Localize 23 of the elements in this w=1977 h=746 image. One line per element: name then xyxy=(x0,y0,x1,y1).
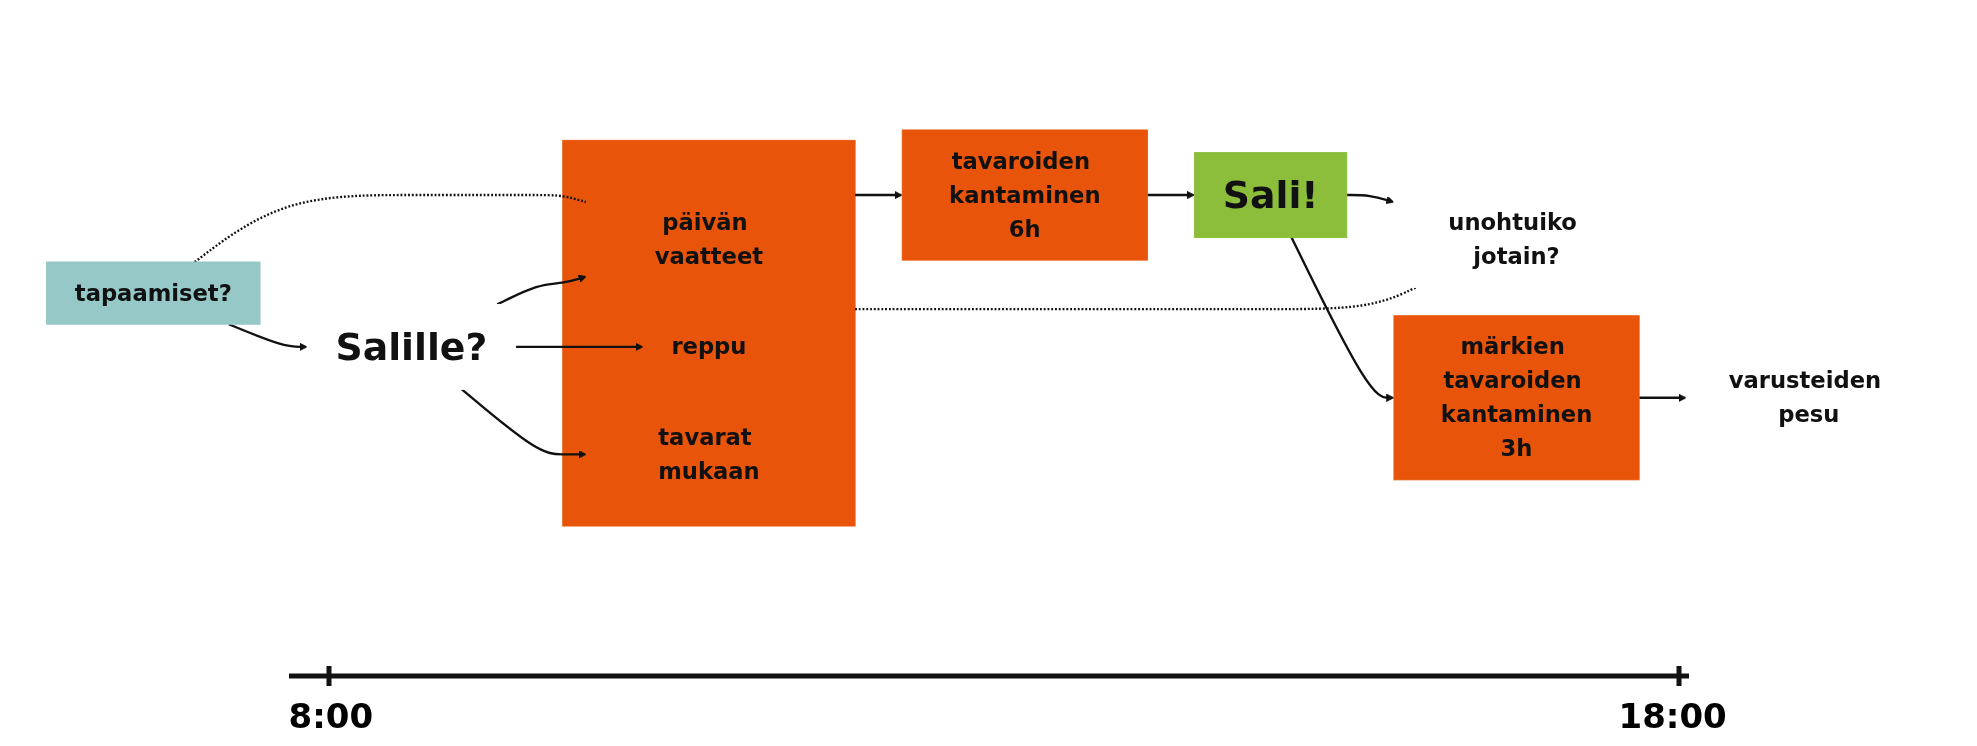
arrow xyxy=(1290,236,1394,402)
node-box: märkien tavaroiden kantaminen 3h xyxy=(1393,315,1640,481)
arrow xyxy=(227,323,308,351)
arrow xyxy=(496,274,587,306)
arrow xyxy=(854,190,903,200)
arrow xyxy=(515,342,643,351)
arrow xyxy=(460,388,587,459)
arrow xyxy=(1346,193,1394,204)
node-text: unohtuiko jotain? xyxy=(1447,209,1577,270)
node-text: päivän vaatteet xyxy=(654,209,763,270)
node-text: tavarat mukaan xyxy=(657,424,760,485)
node-box: tapaamiset? xyxy=(45,261,261,325)
node-text: reppu xyxy=(670,333,746,361)
time-label: 18:00 xyxy=(1618,696,1727,736)
node-text: Salille? xyxy=(335,325,487,369)
connector xyxy=(854,286,1416,311)
arrow xyxy=(1638,393,1687,402)
node-box: Sali! xyxy=(1193,152,1347,238)
arrow xyxy=(1146,190,1195,200)
node-box: tavaroiden kantaminen 6h xyxy=(901,129,1148,261)
cluster xyxy=(561,139,856,527)
node-text: varusteiden pesu xyxy=(1728,367,1881,428)
time-label: 8:00 xyxy=(288,696,374,736)
